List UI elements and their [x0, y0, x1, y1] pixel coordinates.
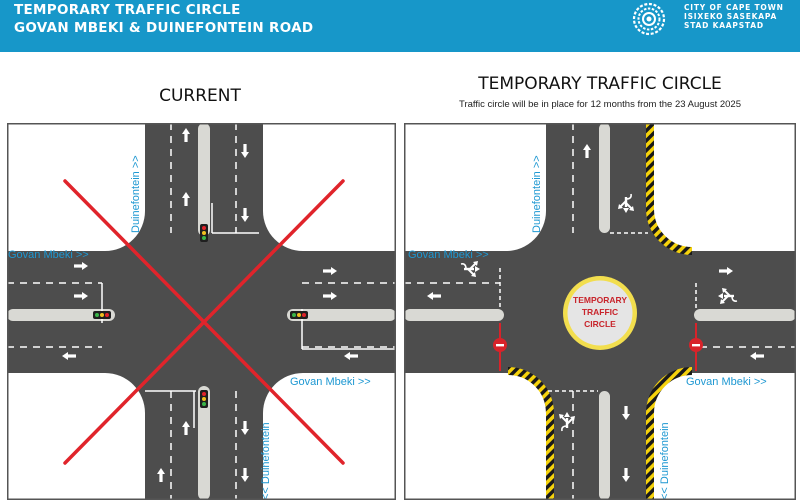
temporary-traffic-circle: TEMPORARY TRAFFIC CIRCLE [563, 276, 637, 350]
circle-medians [404, 123, 796, 500]
red-cross-icon [63, 179, 345, 465]
org-name-xhosa: ISIXEKO SASEKAPA [684, 12, 778, 21]
current-medians [7, 123, 396, 500]
org-name-afrikaans: STAD KAAPSTAD [684, 21, 764, 30]
current-panel-border [7, 123, 396, 500]
circle-label-govan-left: Govan Mbeki >> [408, 249, 489, 261]
circle-label-line2: TRAFFIC [582, 307, 618, 317]
current-label-duinefontein-top: Duinefontein >> [130, 155, 142, 233]
current-title: CURRENT [159, 86, 241, 106]
circle-label-line1: TEMPORARY [573, 295, 627, 305]
current-intersection-diagram: Duinefontein >> Govan Mbeki >> Govan Mbe… [7, 123, 396, 500]
circle-label-govan-right: Govan Mbeki >> [686, 376, 767, 388]
circle-lane-markings [404, 123, 796, 500]
no-entry-sign-icon [493, 323, 703, 371]
circle-label-duinefontein-top: Duinefontein >> [531, 155, 543, 233]
header-title-line2: GOVAN MBEKI & DUINEFONTEIN ROAD [14, 20, 314, 36]
city-of-cape-town-logo-icon [632, 2, 666, 36]
temporary-circle-title: TEMPORARY TRAFFIC CIRCLE [478, 74, 722, 94]
header-title-line1: TEMPORARY TRAFFIC CIRCLE [14, 2, 241, 18]
temporary-circle-diagram: TEMPORARY TRAFFIC CIRCLE Duinefontein >>… [404, 123, 796, 500]
current-label-govan-right: Govan Mbeki >> [290, 376, 371, 388]
circle-panel-border [404, 123, 796, 500]
circle-label-duinefontein-bottom: << Duinefontein [659, 422, 671, 500]
circle-label-line3: CIRCLE [584, 319, 616, 329]
hazard-barrier-markings [507, 123, 693, 500]
org-name-english: CITY OF CAPE TOWN [684, 3, 784, 12]
header-banner: TEMPORARY TRAFFIC CIRCLE GOVAN MBEKI & D… [0, 0, 800, 52]
current-label-govan-left: Govan Mbeki >> [8, 249, 89, 261]
temporary-circle-subtitle: Traffic circle will be in place for 12 m… [459, 99, 741, 110]
current-lane-markings [7, 123, 396, 500]
current-label-duinefontein-bottom: << Duinefontein [260, 422, 272, 500]
